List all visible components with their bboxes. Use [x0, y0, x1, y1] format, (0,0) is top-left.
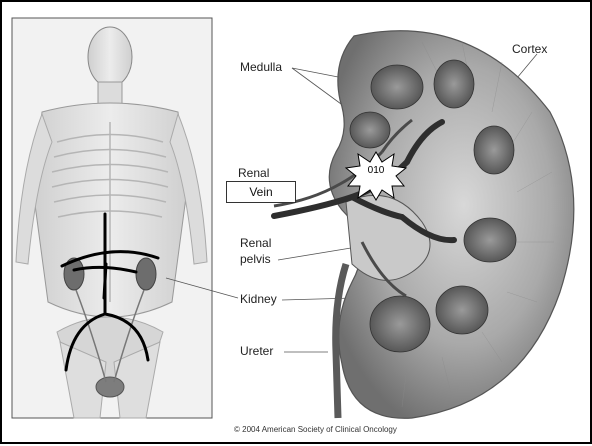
- kidney-cross-section: [274, 31, 574, 419]
- label-medulla: Medulla: [240, 60, 282, 74]
- body-figure: [12, 18, 212, 418]
- starburst-label: 010: [360, 165, 392, 176]
- head: [88, 27, 132, 87]
- label-renal-pelvis-line1: Renal: [240, 236, 271, 250]
- label-kidney: Kidney: [240, 292, 277, 306]
- bladder: [96, 377, 124, 397]
- label-vein-box: Vein: [226, 181, 296, 203]
- copyright-text: © 2004 American Society of Clinical Onco…: [234, 425, 397, 434]
- label-renal-pelvis-line2: pelvis: [240, 252, 271, 266]
- neck: [98, 82, 122, 104]
- label-cortex: Cortex: [512, 42, 547, 56]
- label-ureter: Ureter: [240, 344, 273, 358]
- label-renal: Renal: [238, 166, 269, 180]
- small-kidney-right: [136, 258, 156, 290]
